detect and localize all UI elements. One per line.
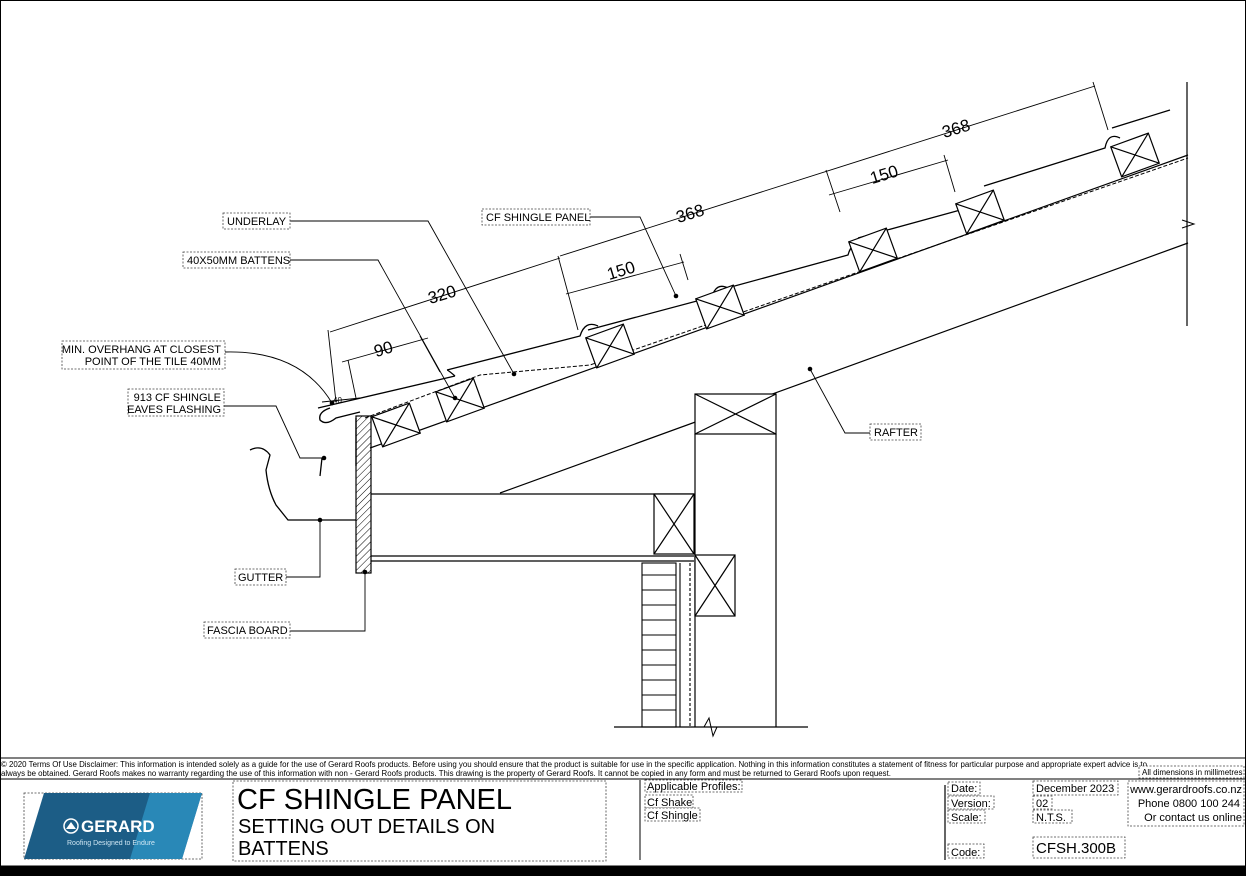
logo-roof-icon: [63, 818, 79, 834]
version-value: 02: [1036, 798, 1048, 810]
rafter: [369, 82, 1196, 494]
disclaimer: © 2020 Terms Of Use Disclaimer: This inf…: [0, 757, 1246, 780]
profile-1: Cf Shake: [647, 797, 692, 809]
date-label: Date:: [951, 783, 977, 795]
drawing-subtitle-1: SETTING OUT DETAILS ON: [238, 816, 495, 838]
label-rafter: RAFTER: [874, 427, 918, 439]
disclaimer-line-1: © 2020 Terms Of Use Disclaimer: This inf…: [1, 760, 1148, 769]
label-flashing-2: EAVES FLASHING: [127, 404, 221, 416]
contact: Or contact us online: [1144, 812, 1242, 824]
drawing-title: CF SHINGLE PANEL: [237, 784, 512, 816]
date-value: December 2023: [1036, 783, 1114, 795]
wall-cladding: [641, 562, 691, 728]
gutter: [249, 418, 357, 521]
dim-150-b: 150: [868, 162, 901, 188]
shingle-panel-profile: [317, 109, 1171, 409]
profile-2: Cf Shingle: [647, 810, 698, 822]
website: www.gerardroofs.co.nz: [1129, 784, 1242, 796]
label-fascia: FASCIA BOARD: [207, 625, 288, 637]
leader-dots: [317, 293, 813, 575]
logo-tagline: Roofing Designed to Endure: [67, 840, 155, 847]
framing: [371, 393, 808, 738]
dim-150-a: 150: [605, 258, 638, 284]
label-battens: 40X50MM BATTENS: [187, 255, 290, 267]
label-underlay: UNDERLAY: [227, 216, 287, 228]
eaves-flashing: [319, 407, 361, 424]
disclaimer-line-2: always be obtained. Gerard Roofs makes n…: [1, 769, 891, 778]
scale-value: N.T.S.: [1036, 812, 1066, 824]
code-value: CFSH.300B: [1036, 840, 1116, 857]
label-flashing-1: 913 CF SHINGLE: [134, 392, 221, 404]
units-note: All dimensions in millimetres: [1142, 768, 1242, 777]
phone: Phone 0800 100 244: [1138, 798, 1240, 810]
dim-320: 320: [426, 282, 459, 308]
logo-brand: GERARD: [81, 817, 155, 836]
version-label: Version:: [951, 798, 991, 810]
fascia-board: [355, 415, 372, 574]
profiles-label: Applicable Profiles:: [647, 781, 741, 793]
label-shingle-panel: CF SHINGLE PANEL: [486, 212, 590, 224]
battens: [370, 132, 1161, 448]
label-gutter: GUTTER: [238, 572, 283, 584]
dim-368-a: 368: [674, 201, 707, 227]
dim-90: 90: [372, 337, 396, 361]
code-label: Code:: [951, 847, 980, 859]
callout-labels: UNDERLAY 40X50MM BATTENS CF SHINGLE PANE…: [61, 208, 922, 639]
scale-label: Scale:: [951, 812, 982, 824]
gerard-logo: GERARD Roofing Designed to Endure: [24, 793, 202, 859]
dim-368-b: 368: [940, 116, 973, 142]
dimension-lines: [321, 81, 1109, 403]
label-overhang-2: POINT OF THE TILE 40MM: [85, 356, 221, 368]
title-block: GERARD Roofing Designed to Endure CF SHI…: [0, 779, 1246, 876]
drawing-subtitle-2: BATTENS: [238, 838, 329, 860]
label-overhang-1: MIN. OVERHANG AT CLOSEST: [62, 344, 221, 356]
leader-lines: [224, 216, 870, 632]
dim-40: 40: [333, 396, 342, 405]
